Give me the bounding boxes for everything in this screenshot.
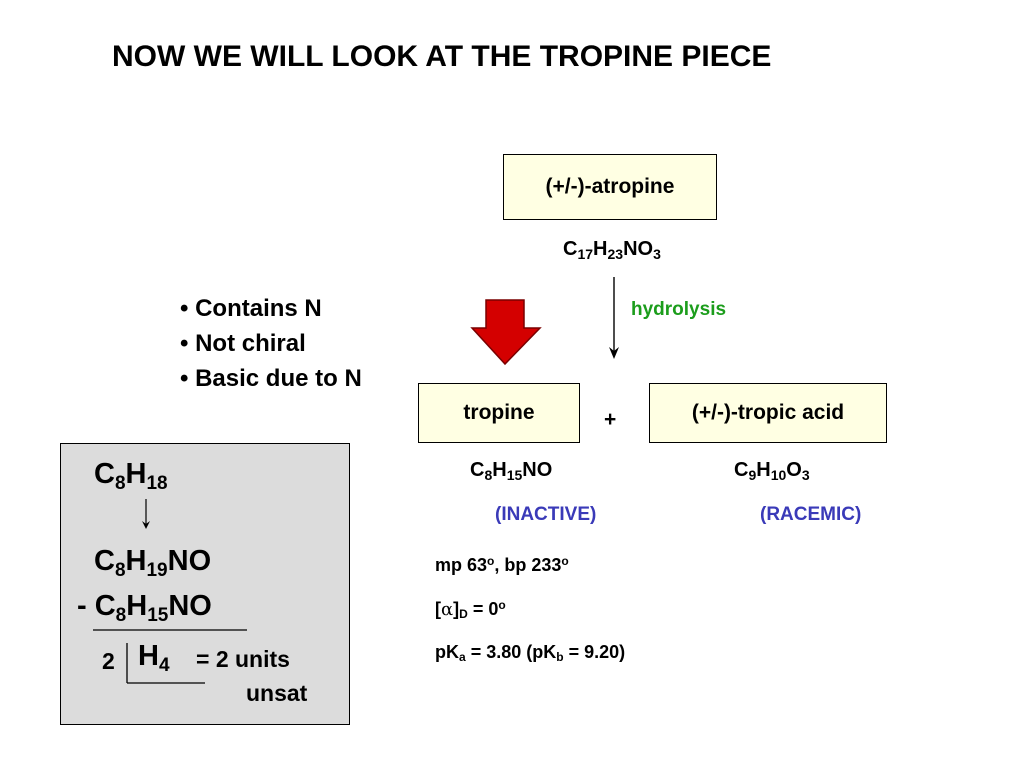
bullet-item: • Basic due to N (180, 365, 362, 392)
division-lines (93, 629, 247, 684)
mp-bp-text: mp 63o, bp 233o (435, 554, 569, 575)
result-units: = 2 units (196, 646, 290, 672)
atropine-label: (+/-)-atropine (545, 175, 675, 198)
tropic-acid-formula: C9H10O3 (734, 459, 810, 483)
tropic-acid-box: (+/-)-tropic acid (649, 383, 887, 443)
unsaturation-calc-box (60, 443, 350, 725)
tropine-box: tropine (418, 383, 580, 443)
hydrolysis-arrow (609, 277, 619, 359)
red-down-arrow-icon (470, 299, 542, 366)
bullet-item: • Not chiral (180, 330, 306, 357)
result-unsat: unsat (246, 680, 308, 706)
bullet-list: • Contains N • Not chiral • Basic due to… (180, 291, 362, 396)
tropine-note: (INACTIVE) (495, 504, 597, 525)
down-arrow-icon (142, 499, 150, 529)
atropine-box: (+/-)-atropine (503, 154, 717, 220)
tropic-acid-note: (RACEMIC) (760, 504, 862, 525)
plus-sign: + (604, 408, 617, 431)
optical-rotation-text: [α]D = 0o (435, 598, 506, 621)
saturated-formula: C8H19NO (94, 545, 212, 581)
divisor: 2 (102, 648, 115, 674)
pka-text: pKa = 3.80 (pKb = 9.20) (435, 642, 626, 664)
tropine-formula: C8H15NO (470, 459, 553, 483)
alkane-formula: C8H18 (94, 458, 168, 494)
hydrolysis-label: hydrolysis (631, 299, 727, 320)
h4-formula: H4 (138, 640, 170, 676)
page-title: NOW WE WILL LOOK AT THE TROPINE PIECE (112, 40, 772, 73)
tropine-label: tropine (463, 401, 535, 424)
tropic-acid-label: (+/-)-tropic acid (691, 401, 845, 424)
bullet-item: • Contains N (180, 295, 322, 322)
tropine-subtract-formula: - C8H15NO (77, 590, 212, 626)
atropine-formula: C17H23NO3 (563, 238, 661, 262)
